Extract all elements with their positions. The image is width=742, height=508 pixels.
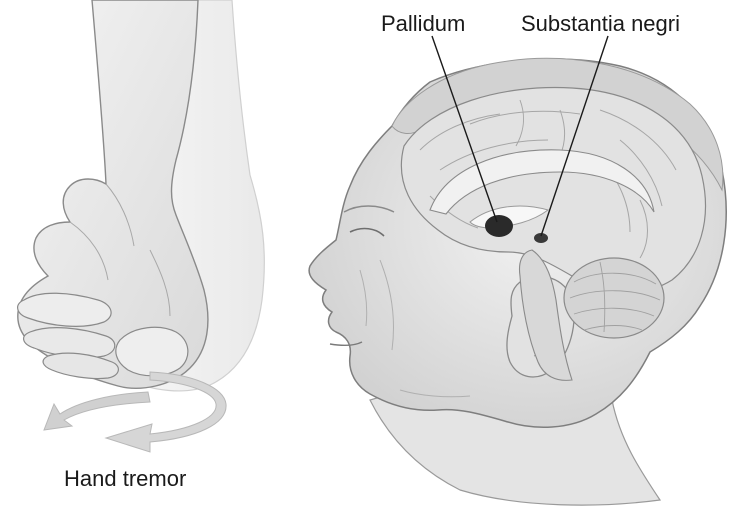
head-illustration bbox=[309, 36, 726, 505]
hand-illustration bbox=[18, 0, 265, 452]
thumb bbox=[116, 327, 188, 375]
substantia-negri-label: Substantia negri bbox=[521, 13, 680, 35]
cerebellum bbox=[564, 258, 664, 338]
tremor-arrow-left bbox=[44, 392, 150, 430]
hand-tremor-label: Hand tremor bbox=[64, 468, 186, 490]
pallidum-nucleus bbox=[485, 215, 513, 237]
pallidum-label: Pallidum bbox=[381, 13, 465, 35]
